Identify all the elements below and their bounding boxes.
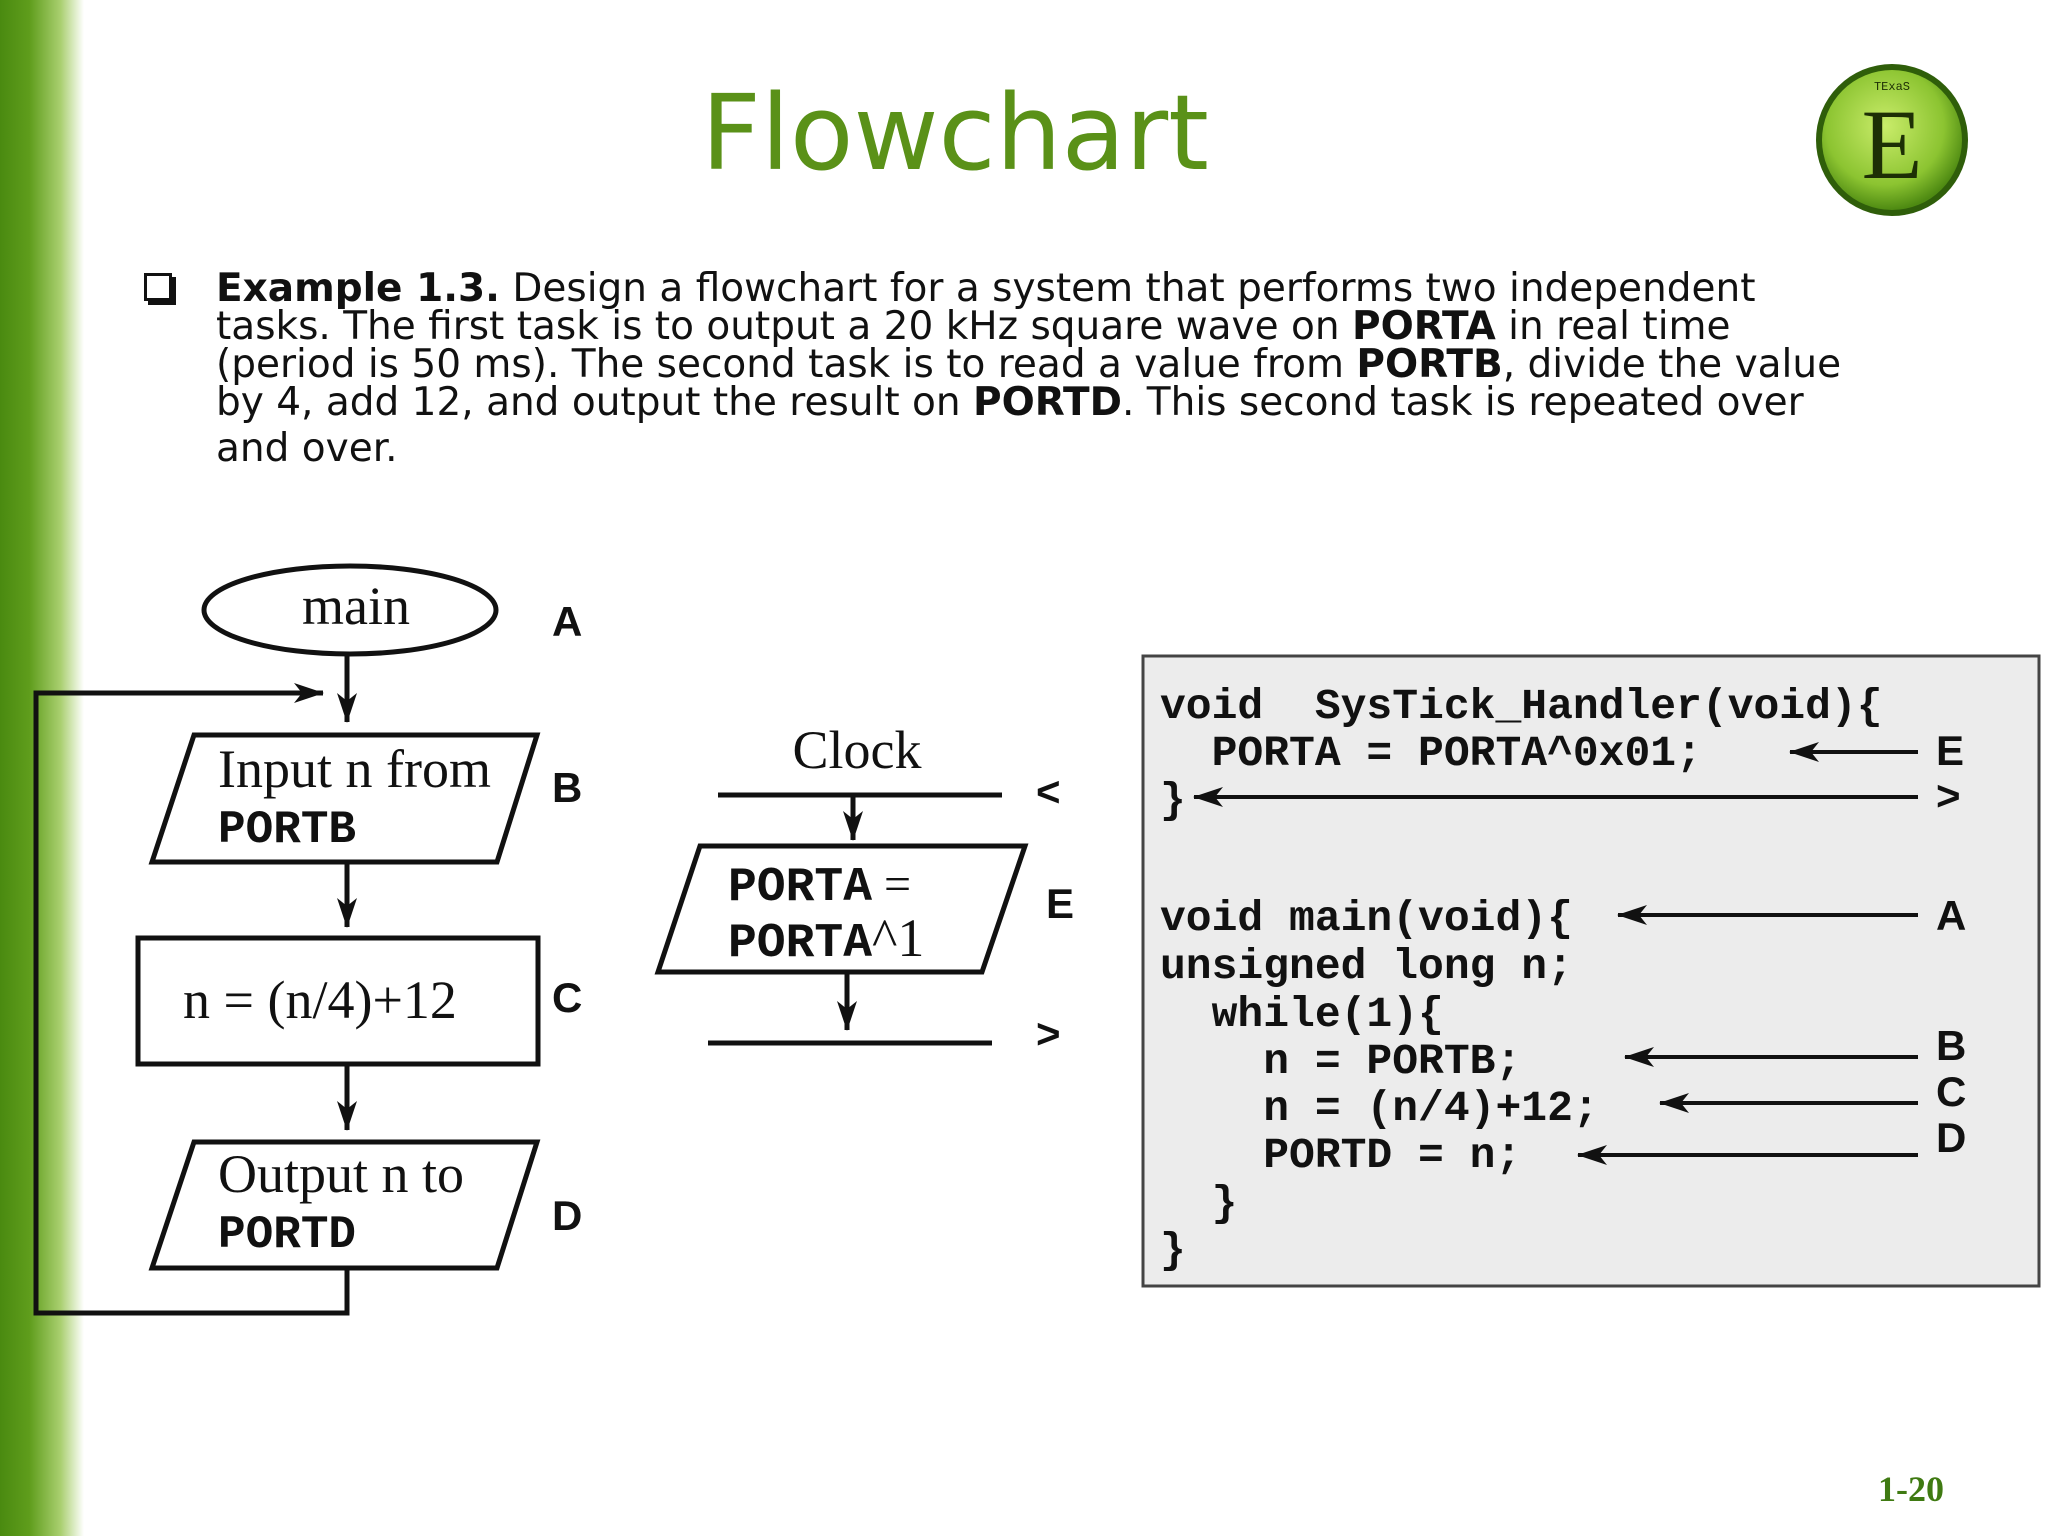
isr-parallelogram xyxy=(654,843,1029,975)
side-gradient-bar xyxy=(0,0,84,1536)
code-pointer-labels: E > A B C D xyxy=(1936,727,1966,1161)
desc-porta: PORTA xyxy=(1351,304,1496,349)
isr-box-porta2: PORTA xyxy=(728,917,872,971)
code-line: PORTA = PORTA^0x01; xyxy=(1160,729,1702,778)
desc-line1: Design a flowchart for a system that per… xyxy=(499,266,1756,311)
code-label-c: C xyxy=(1936,1068,1966,1115)
start-label: main xyxy=(302,576,410,636)
label-d: D xyxy=(552,1192,582,1239)
isr-box-line2: PORTA^1 xyxy=(728,908,924,971)
slide-title: Flowchart xyxy=(701,72,1209,194)
isr-box-xor: ^1 xyxy=(872,908,924,968)
texas-e-logo: E TExaS xyxy=(1816,64,1968,216)
desc-portd: PORTD xyxy=(972,380,1122,425)
isr-box-porta: PORTA xyxy=(728,861,872,915)
logo-text: TExaS xyxy=(1874,80,1910,94)
desc-line4-post: . This second task is repeated over xyxy=(1121,380,1804,425)
page-number: 1-20 xyxy=(1878,1469,1944,1509)
loop-back-arrow xyxy=(33,683,350,1316)
label-b: B xyxy=(552,764,582,811)
desc-portb: PORTB xyxy=(1356,342,1503,387)
main-flowchart xyxy=(33,563,541,1316)
isr-flowchart xyxy=(654,792,1029,1046)
code-line: n = PORTB; xyxy=(1160,1037,1521,1086)
code-line: } xyxy=(1160,776,1186,825)
code-line: PORTD = n; xyxy=(1160,1131,1521,1180)
output-label-line1: Output n to xyxy=(218,1144,464,1204)
code-label-e: E xyxy=(1936,727,1964,774)
code-pointer-arrows xyxy=(1193,742,1918,1165)
code-line: } xyxy=(1160,1179,1237,1228)
input-parallelogram xyxy=(148,732,541,865)
input-label-line2: PORTB xyxy=(218,804,356,856)
output-label-line2: PORTD xyxy=(218,1209,356,1261)
code-label-b: B xyxy=(1936,1022,1966,1069)
logo-letter: E xyxy=(1861,89,1922,200)
hollow-square-bullet-icon xyxy=(144,273,172,301)
clock-label: Clock xyxy=(793,720,922,780)
code-line: n = (n/4)+12; xyxy=(1160,1084,1599,1133)
output-parallelogram xyxy=(148,1139,541,1271)
code-label-a: A xyxy=(1936,892,1966,939)
process-label: n = (n/4)+12 xyxy=(183,970,457,1030)
code-panel xyxy=(1141,654,2041,1288)
input-label-line1: Input n from xyxy=(218,739,491,799)
example-description: Example 1.3. Design a flowchart for a sy… xyxy=(216,269,1896,471)
main-flowchart-text: main Input n from PORTB n = (n/4)+12 Out… xyxy=(183,576,582,1261)
desc-line5: and over. xyxy=(216,426,398,471)
desc-line4-pre: by 4, add 12, and output the result on xyxy=(216,380,973,425)
label-e: E xyxy=(1046,880,1074,927)
desc-line2-post: in real time xyxy=(1495,304,1731,349)
code-line: unsigned long n; xyxy=(1160,942,1573,991)
label-c: C xyxy=(552,974,582,1021)
example-label: Example 1.3. xyxy=(216,266,500,311)
desc-line3-pre: (period is 50 ms). The second task is to… xyxy=(216,342,1357,387)
code-line: while(1){ xyxy=(1160,990,1444,1039)
desc-line2-pre: tasks. The first task is to output a 20 … xyxy=(216,304,1352,349)
code-label-d: D xyxy=(1936,1114,1966,1161)
isr-box-equals: = xyxy=(872,858,911,911)
isr-exit-label: > xyxy=(1036,1010,1061,1057)
code-label-exit: > xyxy=(1936,772,1961,819)
label-a: A xyxy=(552,598,582,645)
isr-flowchart-text: Clock < PORTA = PORTA^1 E > xyxy=(728,720,1074,1057)
process-box xyxy=(135,935,541,1067)
code-line: } xyxy=(1160,1226,1186,1275)
isr-enter-label: < xyxy=(1036,768,1061,815)
code-lines: void SysTick_Handler(void){ PORTA = PORT… xyxy=(1160,682,1883,1275)
isr-box-line1: PORTA = xyxy=(728,858,911,915)
start-terminal xyxy=(201,563,499,657)
code-line: void main(void){ xyxy=(1160,894,1573,943)
code-line: void SysTick_Handler(void){ xyxy=(1160,682,1883,731)
desc-line3-post: , divide the value xyxy=(1502,342,1842,387)
